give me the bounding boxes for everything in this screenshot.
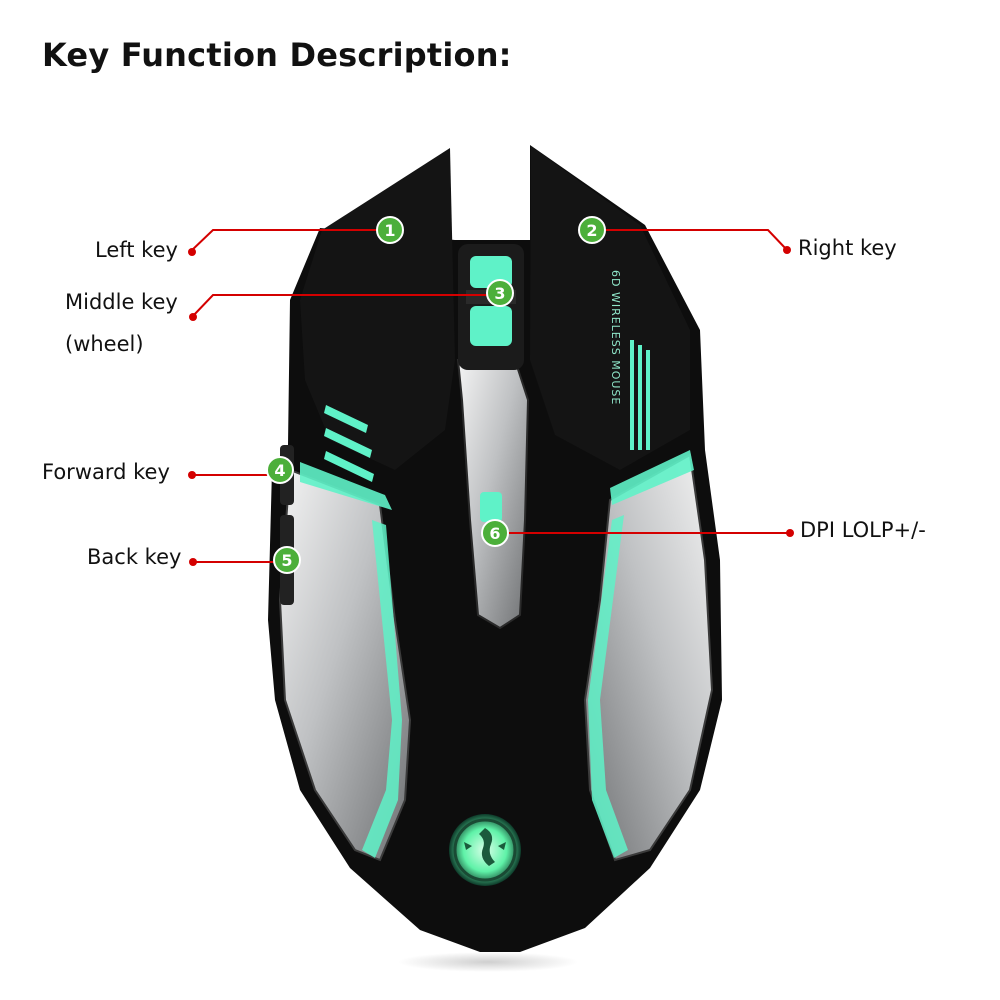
scorpion-logo <box>464 828 506 866</box>
callout-dot-back-key <box>189 558 197 566</box>
callout-badge-dpi <box>481 519 509 547</box>
callout-label-right-key: Right key <box>798 236 897 260</box>
right-glow-bars <box>630 340 650 450</box>
left-glow-strip-lower <box>362 520 402 858</box>
callout-badge-number-dpi: 6 <box>489 524 500 543</box>
callout-badge-number-left-key: 1 <box>384 221 395 240</box>
dpi-button-shape <box>480 492 502 522</box>
callout-label-left-key: Left key <box>95 238 178 262</box>
callout-dot-dpi <box>786 529 794 537</box>
mouse-shadow <box>398 952 578 972</box>
callout-label-middle-key: Middle key <box>65 290 178 314</box>
callout-label-back-key: Back key <box>87 545 182 569</box>
left-button-shape <box>300 148 455 470</box>
left-glow-strip <box>300 462 392 510</box>
logo-ring <box>453 818 517 882</box>
callout-badge-number-middle-key: 3 <box>494 284 505 303</box>
callout-badge-number-forward-key: 4 <box>274 461 285 480</box>
callout-label-dpi: DPI LOLP+/- <box>800 518 926 542</box>
vent-glow-bars <box>324 405 374 482</box>
callout-badge-number-right-key: 2 <box>586 221 597 240</box>
callout-badge-number-back-key: 5 <box>281 551 292 570</box>
callout-label-middle-key-wheel: (wheel) <box>65 332 144 356</box>
callout-dot-left-key <box>188 248 196 256</box>
callout-badge-middle-key <box>486 279 514 307</box>
right-glow-strip <box>610 450 694 505</box>
callout-badge-right-key <box>578 216 606 244</box>
mouse-print-text: 6D WIRELESS MOUSE <box>609 270 622 405</box>
callout-label-forward-key: Forward key <box>42 460 170 484</box>
callout-line-left-key <box>189 229 390 253</box>
right-glow-strip-lower <box>588 515 628 858</box>
callout-badge-left-key <box>376 216 404 244</box>
callout-line-middle-key <box>191 294 500 318</box>
callout-dot-middle-key <box>189 313 197 321</box>
callout-badge-forward-key <box>266 456 294 484</box>
callout-badge-back-key <box>273 546 301 574</box>
callout-dot-forward-key <box>188 471 196 479</box>
callout-dot-right-key <box>783 246 791 254</box>
callout-line-right-key <box>590 229 788 251</box>
page-title: Key Function Description: <box>42 36 512 74</box>
wheel-bottom <box>470 306 512 346</box>
